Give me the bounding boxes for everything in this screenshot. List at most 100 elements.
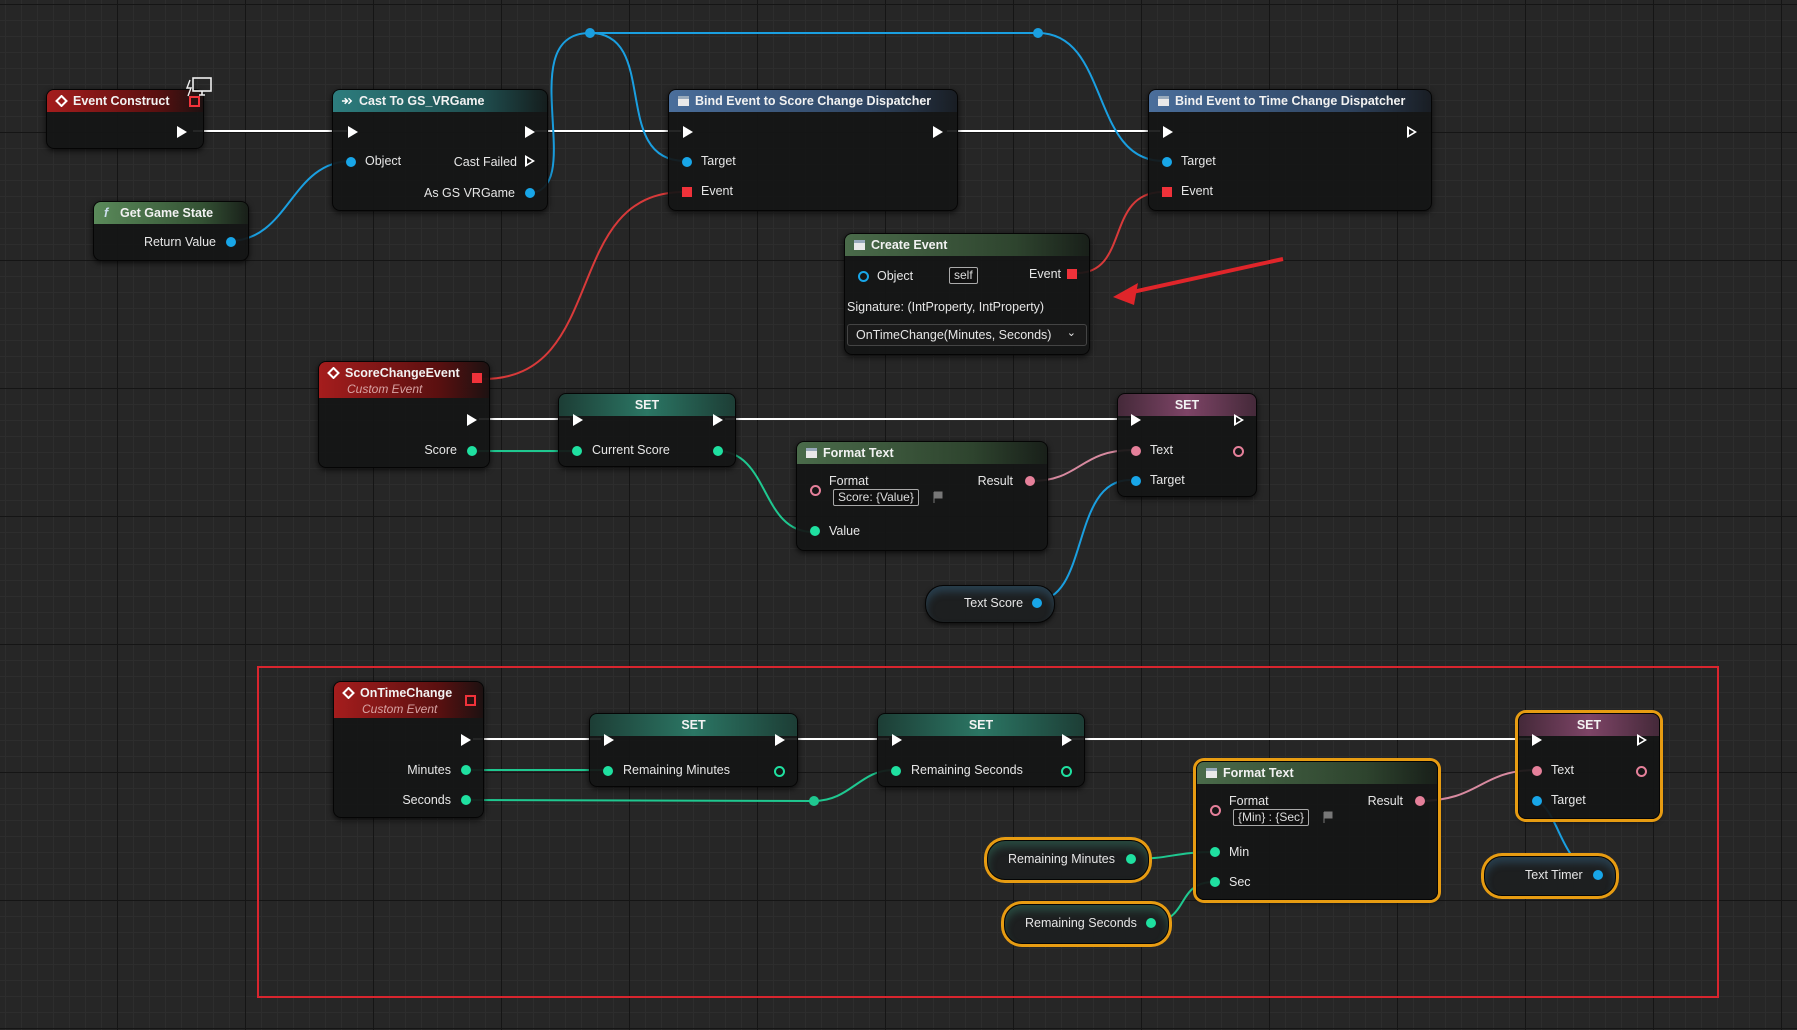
bind-time-node[interactable]: Bind Event to Time Change Dispatcher Tar… bbox=[1148, 89, 1432, 211]
pin-label: Format bbox=[829, 474, 869, 488]
result-out-pin[interactable] bbox=[1025, 476, 1035, 486]
format-in-pin[interactable] bbox=[810, 485, 821, 496]
remaining-minutes-variable[interactable]: Remaining Minutes bbox=[987, 840, 1149, 880]
exec-out-pin[interactable] bbox=[713, 414, 723, 426]
event-out-pin[interactable] bbox=[1067, 269, 1077, 279]
node-title: OnTimeChange bbox=[360, 686, 453, 700]
node-header: Event Construct bbox=[47, 90, 203, 112]
exec-in-pin[interactable] bbox=[348, 126, 358, 138]
pin-label: Value bbox=[829, 524, 861, 538]
minutes-out-pin[interactable] bbox=[461, 765, 471, 775]
event-construct-node[interactable]: Event Construct bbox=[46, 89, 204, 149]
exec-out-pin[interactable] bbox=[933, 126, 943, 138]
target-in-pin[interactable] bbox=[1532, 796, 1542, 806]
value-in-pin[interactable] bbox=[603, 766, 613, 776]
set-current-score-node[interactable]: SET Current Score bbox=[558, 393, 736, 467]
event-delegate-pin[interactable] bbox=[1162, 187, 1172, 197]
bind-score-node[interactable]: Bind Event to Score Change Dispatcher Ta… bbox=[668, 89, 958, 211]
set-text-score-node[interactable]: SET Text Target bbox=[1117, 393, 1257, 497]
value-out-pin[interactable] bbox=[1032, 598, 1042, 608]
text-out-pin[interactable] bbox=[1233, 446, 1244, 457]
exec-in-pin[interactable] bbox=[1532, 734, 1542, 746]
exec-out-pin[interactable] bbox=[525, 126, 535, 138]
exec-out-pin[interactable] bbox=[177, 126, 187, 138]
set-text-timer-node[interactable]: SET Text Target bbox=[1518, 713, 1660, 819]
function-dropdown[interactable]: OnTimeChange(Minutes, Seconds) ⌄ bbox=[847, 324, 1087, 346]
value-in-pin[interactable] bbox=[572, 446, 582, 456]
result-out-pin[interactable] bbox=[1415, 796, 1425, 806]
exec-out-pin[interactable] bbox=[1062, 734, 1072, 746]
score-out-pin[interactable] bbox=[467, 446, 477, 456]
value-out-pin[interactable] bbox=[774, 766, 785, 777]
delegate-pin[interactable] bbox=[189, 96, 200, 107]
pin-label: Cast Failed bbox=[453, 155, 517, 169]
delegate-pin[interactable] bbox=[472, 373, 482, 383]
remaining-seconds-variable[interactable]: Remaining Seconds bbox=[1004, 904, 1169, 944]
cast-failed-pin[interactable] bbox=[525, 155, 535, 167]
flag-icon[interactable] bbox=[1323, 811, 1333, 823]
format-score-node[interactable]: Format Text Format Score: {Value} Result… bbox=[796, 441, 1048, 551]
cast-arrow-icon bbox=[341, 97, 353, 105]
format-value-field[interactable]: {Min} : {Sec} bbox=[1233, 809, 1310, 826]
get-game-state-node[interactable]: f Get Game State Return Value bbox=[93, 201, 249, 261]
value-in-pin[interactable] bbox=[810, 526, 820, 536]
reroute-node bbox=[1033, 28, 1043, 38]
variable-label: Text Score bbox=[964, 596, 1024, 610]
node-subtitle: Custom Event bbox=[347, 382, 423, 396]
event-delegate-pin[interactable] bbox=[682, 187, 692, 197]
pin-label: Score bbox=[424, 443, 457, 457]
comment-box[interactable] bbox=[257, 666, 1719, 998]
exec-out-pin[interactable] bbox=[461, 734, 471, 746]
value-out-pin[interactable] bbox=[1593, 870, 1603, 880]
format-value-field[interactable]: Score: {Value} bbox=[833, 489, 919, 506]
node-header: Cast To GS_VRGame bbox=[333, 90, 547, 112]
target-pin[interactable] bbox=[1162, 157, 1172, 167]
exec-out-pin[interactable] bbox=[467, 414, 477, 426]
target-in-pin[interactable] bbox=[1131, 476, 1141, 486]
dropdown-value: OnTimeChange(Minutes, Seconds) bbox=[856, 328, 1052, 342]
value-out-pin[interactable] bbox=[1061, 766, 1072, 777]
exec-in-pin[interactable] bbox=[892, 734, 902, 746]
flag-icon[interactable] bbox=[933, 491, 943, 503]
object-value-field[interactable]: self bbox=[949, 267, 978, 284]
value-out-pin[interactable] bbox=[713, 446, 723, 456]
exec-in-pin[interactable] bbox=[1163, 126, 1173, 138]
cast-node[interactable]: Cast To GS_VRGame Object Cast Failed As … bbox=[332, 89, 548, 211]
min-in-pin[interactable] bbox=[1210, 847, 1220, 857]
return-value-pin[interactable] bbox=[226, 237, 236, 247]
target-pin[interactable] bbox=[682, 157, 692, 167]
value-out-pin[interactable] bbox=[1126, 854, 1136, 864]
value-in-pin[interactable] bbox=[891, 766, 901, 776]
exec-in-pin[interactable] bbox=[683, 126, 693, 138]
text-in-pin[interactable] bbox=[1131, 446, 1141, 456]
seconds-out-pin[interactable] bbox=[461, 795, 471, 805]
format-in-pin[interactable] bbox=[1210, 805, 1221, 816]
object-in-pin[interactable] bbox=[858, 271, 869, 282]
text-timer-variable[interactable]: Text Timer bbox=[1484, 856, 1616, 896]
create-event-node[interactable]: Create Event Object self Event Signature… bbox=[844, 233, 1090, 355]
function-icon bbox=[806, 448, 817, 458]
set-remaining-minutes-node[interactable]: SET Remaining Minutes bbox=[589, 713, 798, 787]
exec-in-pin[interactable] bbox=[1131, 414, 1141, 426]
text-in-pin[interactable] bbox=[1532, 766, 1542, 776]
text-score-variable[interactable]: Text Score bbox=[925, 585, 1055, 623]
score-change-event-node[interactable]: ScoreChangeEvent Custom Event Score bbox=[318, 361, 490, 468]
node-title: Bind Event to Time Change Dispatcher bbox=[1175, 94, 1406, 108]
delegate-pin[interactable] bbox=[465, 695, 476, 706]
exec-in-pin[interactable] bbox=[604, 734, 614, 746]
annotation-arrow-head bbox=[1113, 283, 1138, 305]
set-remaining-seconds-node[interactable]: SET Remaining Seconds bbox=[877, 713, 1085, 787]
on-time-change-event-node[interactable]: OnTimeChange Custom Event Minutes Second… bbox=[333, 681, 484, 818]
object-in-pin[interactable] bbox=[346, 157, 356, 167]
monitor-icon bbox=[186, 77, 212, 97]
format-time-node[interactable]: Format Text Format {Min} : {Sec} Result … bbox=[1196, 761, 1438, 900]
value-out-pin[interactable] bbox=[1146, 918, 1156, 928]
text-out-pin[interactable] bbox=[1636, 766, 1647, 777]
as-gs-vrgame-pin[interactable] bbox=[525, 188, 535, 198]
node-header: SET bbox=[590, 714, 797, 736]
exec-out-pin[interactable] bbox=[775, 734, 785, 746]
exec-in-pin[interactable] bbox=[573, 414, 583, 426]
pin-label: Target bbox=[1181, 154, 1216, 168]
node-title: SET bbox=[634, 398, 660, 412]
sec-in-pin[interactable] bbox=[1210, 877, 1220, 887]
